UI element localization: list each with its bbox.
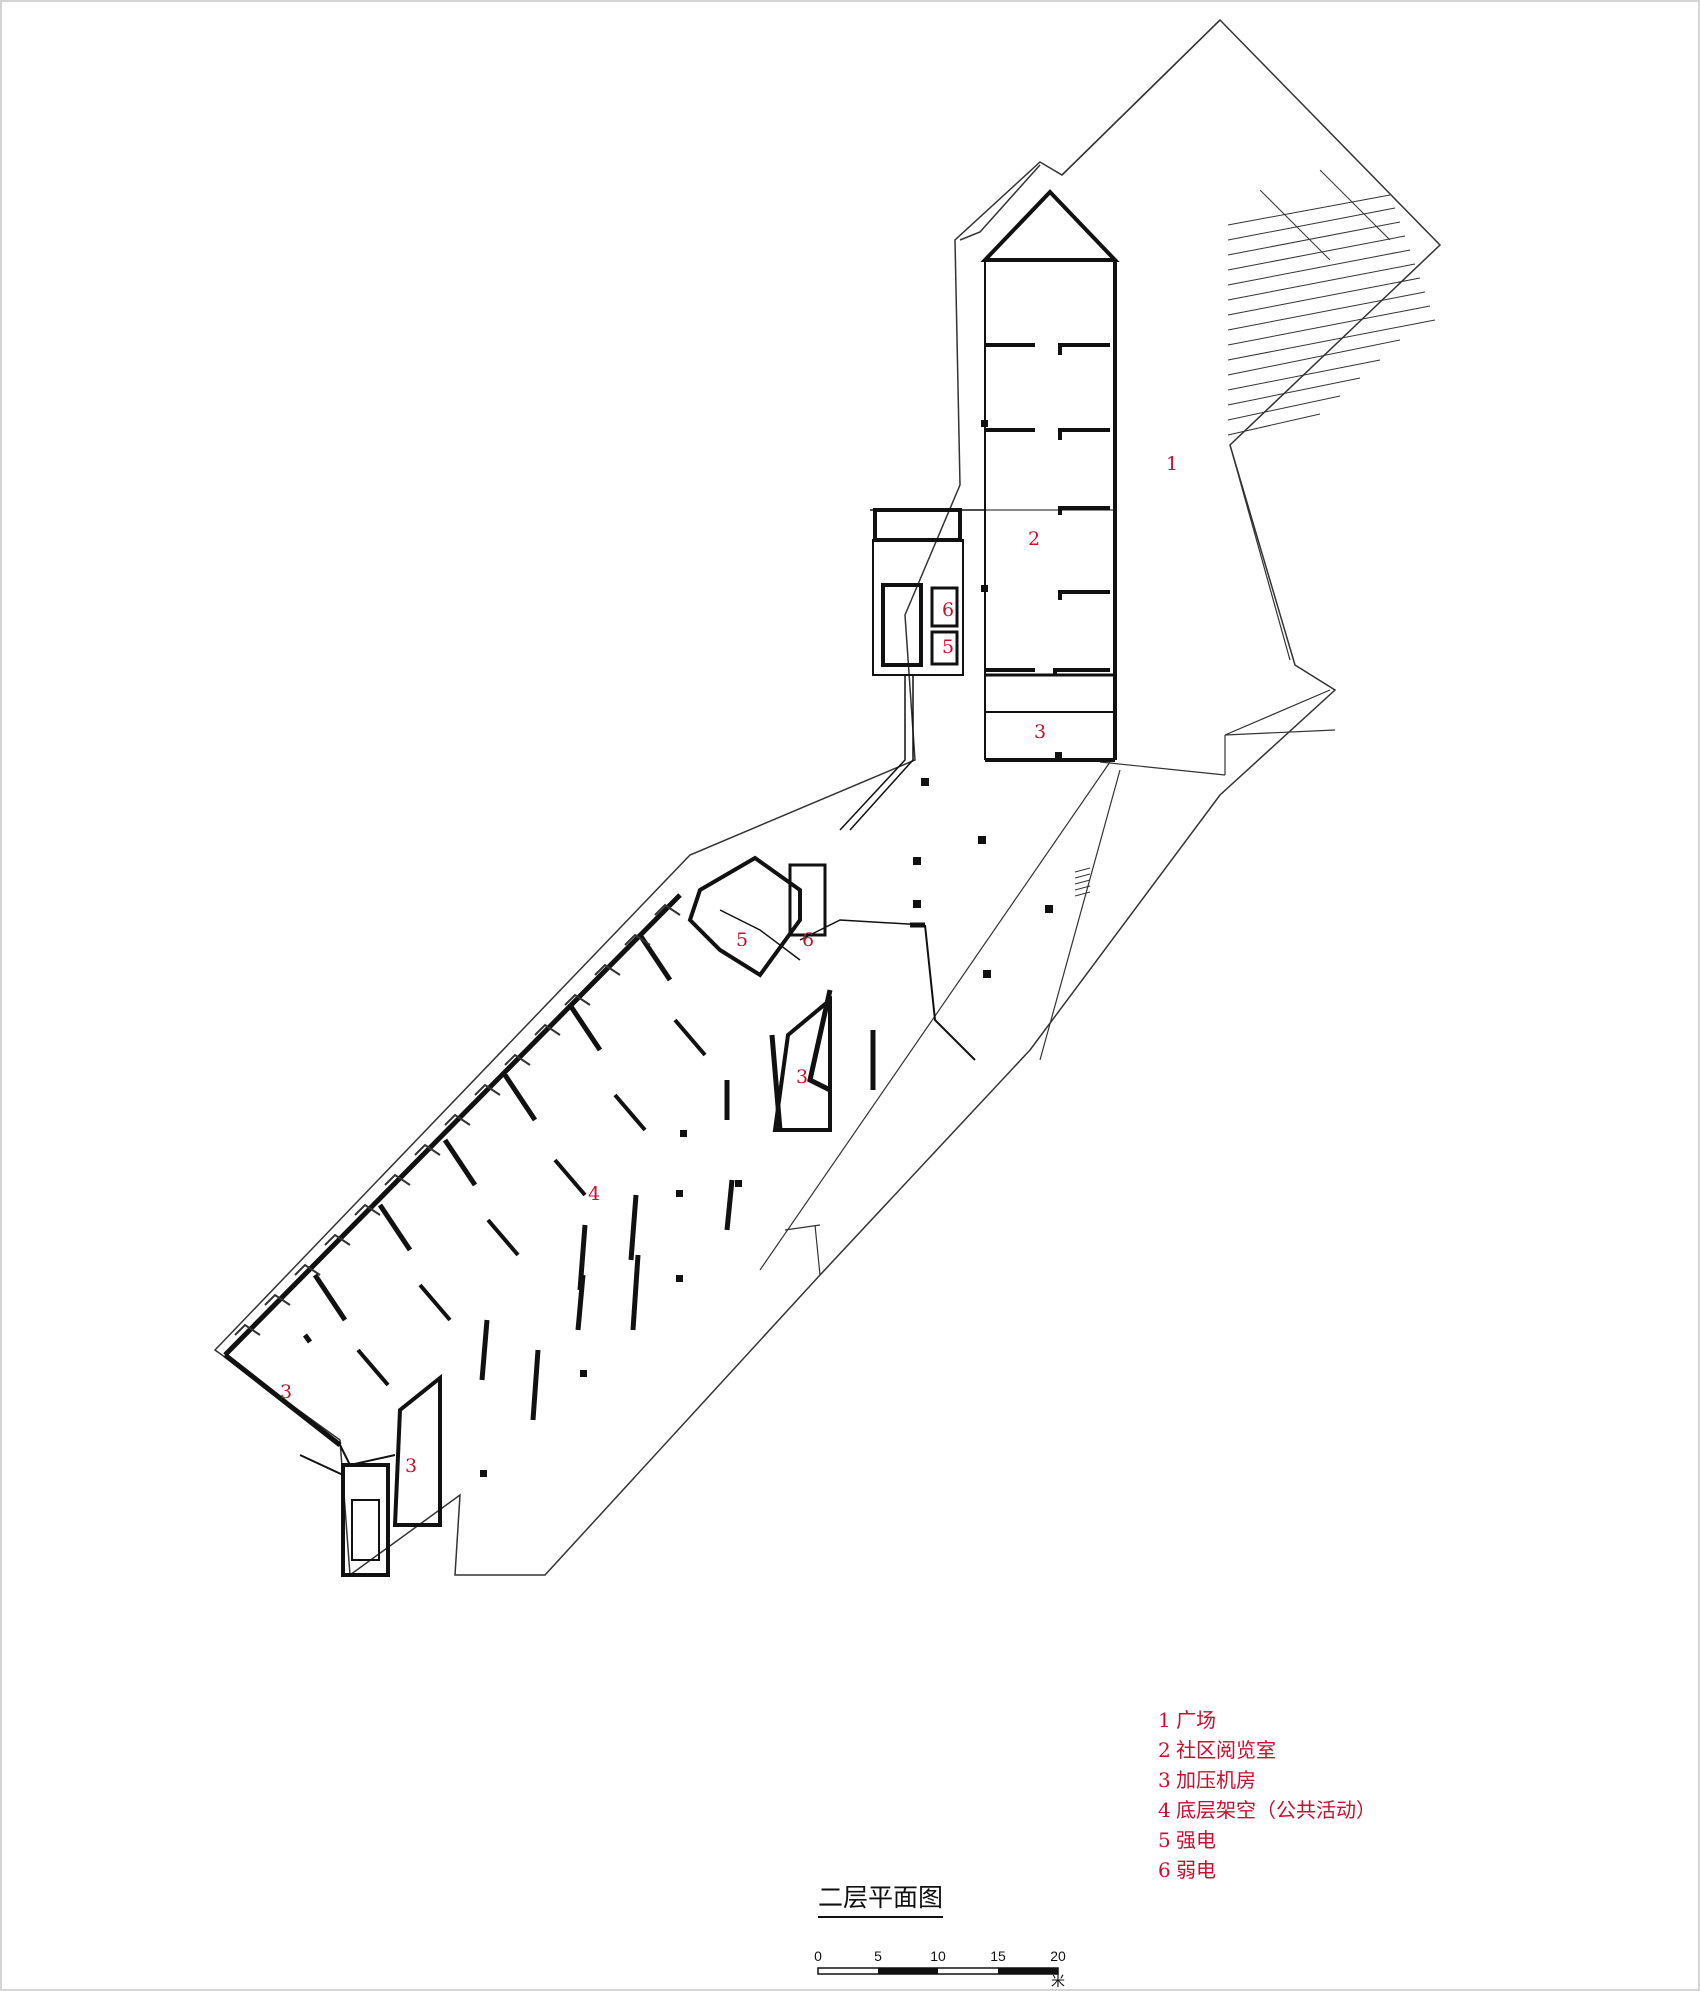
room-label-pump-room: 3	[1034, 721, 1046, 743]
scale-tick: 0	[814, 1948, 822, 1964]
legend-num: 5	[1158, 1828, 1171, 1852]
legend-text: 加压机房	[1176, 1768, 1256, 1792]
middle-core-walls	[687, 855, 976, 1061]
plan-title: 二层平面图	[818, 1878, 944, 1918]
room-label-weak-current: 6	[802, 929, 814, 951]
legend-text: 强电	[1176, 1828, 1216, 1852]
south-stair-core	[299, 1454, 390, 1577]
room-label-reading-room: 2	[1028, 528, 1040, 550]
legend-text: 广场	[1176, 1708, 1216, 1732]
room-label-weak-current: 6	[942, 599, 954, 621]
building-outline	[213, 18, 1442, 1577]
room-label-pump-room: 3	[280, 1381, 292, 1403]
plaza-edge-lines	[759, 444, 1336, 1276]
plaza-columns	[913, 778, 1053, 978]
scale-unit: 米	[1051, 1973, 1065, 1989]
legend-num: 2	[1158, 1738, 1171, 1762]
legend-num: 3	[1158, 1768, 1171, 1792]
legend-num: 4	[1158, 1798, 1171, 1822]
room-label-pump-room: 3	[405, 1455, 417, 1477]
scale-tick: 20	[1050, 1948, 1066, 1964]
stilt-floor-i-beams	[356, 1018, 707, 1387]
plaza-steps	[1227, 169, 1436, 436]
legend-num: 1	[1158, 1708, 1171, 1732]
legend-text: 社区阅览室	[1176, 1738, 1276, 1762]
plaza-stair	[1074, 867, 1091, 897]
stilt-floor-walls	[223, 893, 876, 1447]
room-label-power: 5	[736, 929, 748, 951]
legend-text: 底层架空（公共活动）	[1176, 1798, 1376, 1822]
scale-tick: 15	[990, 1948, 1006, 1964]
wing-columns	[480, 1130, 742, 1477]
legend-text: 弱电	[1176, 1858, 1216, 1882]
legend-num: 6	[1158, 1858, 1171, 1882]
room-label-plaza: 1	[1166, 453, 1178, 475]
stilt-floor-bays	[234, 903, 681, 1336]
room-labels: 1 2 3 3 3 3 4 5 5 6 6	[280, 453, 1178, 1477]
scale-tick: 10	[930, 1948, 946, 1964]
scale-tick: 5	[874, 1948, 882, 1964]
scale-bar: 0 5 10 15 20 米	[814, 1948, 1066, 1989]
reading-room-walls	[839, 189, 1120, 831]
wing-pump-rooms	[339, 995, 832, 1527]
room-label-power: 5	[942, 636, 954, 658]
room-label-stilt-floor: 4	[588, 1183, 600, 1205]
room-label-pump-room: 3	[796, 1066, 808, 1088]
reading-room-columns	[981, 420, 1062, 759]
